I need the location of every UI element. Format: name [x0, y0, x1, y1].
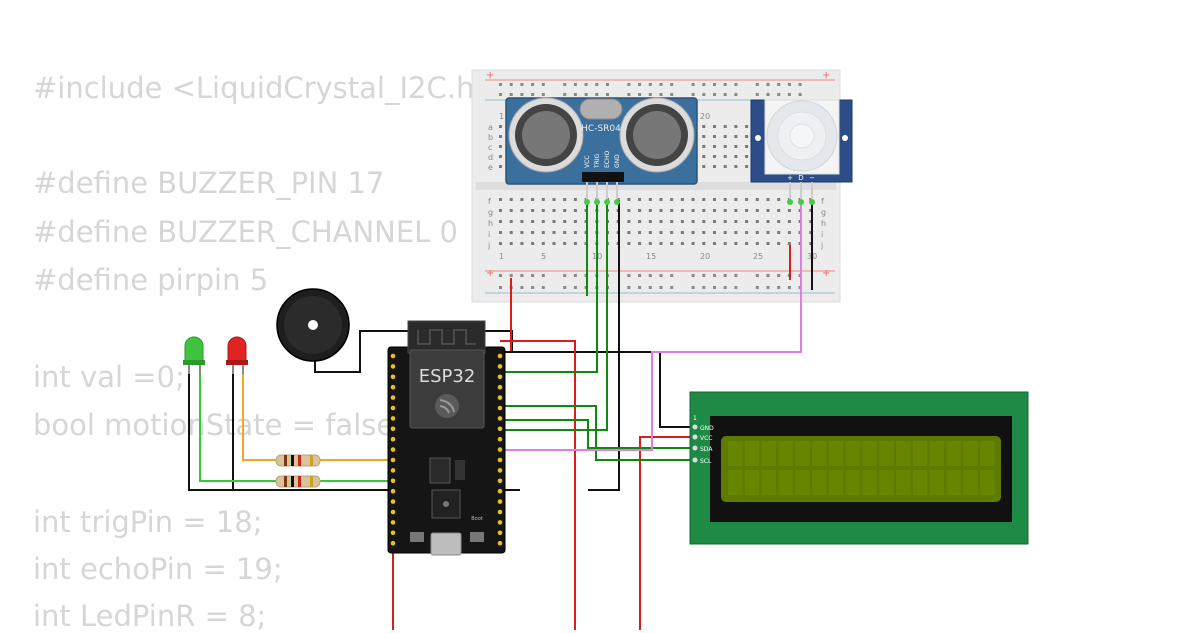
pir-pin-d: D — [798, 174, 803, 182]
crystal-oscillator — [579, 98, 623, 120]
breadboard-center-channel — [476, 182, 836, 190]
esp32-components — [410, 457, 484, 542]
esp32-usb-port[interactable] — [430, 532, 462, 556]
lcd-character-cells — [728, 441, 995, 495]
row-letter-c: c — [488, 143, 492, 152]
wires — [188, 200, 813, 630]
ultrasonic-pin-echo: ECHO — [604, 151, 611, 168]
wire-trig — [500, 200, 598, 373]
row-letter-h-right: h — [821, 219, 826, 228]
col-number-bottom-20: 20 — [700, 252, 710, 261]
wire-lcd-gnd — [500, 351, 695, 428]
row-letter-e: e — [488, 163, 493, 172]
esp32-boot-label: Boot — [471, 516, 483, 522]
row-letter-j: j — [487, 241, 490, 250]
wire-red-led-signal — [242, 372, 392, 461]
row-letter-j-right: j — [820, 241, 823, 250]
pir-mount-hole-right — [842, 135, 848, 141]
wire-pir-data — [500, 200, 802, 451]
lcd-pin-gnd: GND — [700, 425, 714, 432]
resistor-green-led[interactable] — [275, 475, 321, 488]
rail-plus-label-bottom-left: + — [486, 268, 494, 279]
pir-pin-minus: − — [809, 174, 815, 182]
pir-pin-plus: + — [787, 174, 793, 182]
code-line-include: #include <LiquidCrystal_I2C.h — [33, 71, 475, 105]
espressif-logo-icon — [435, 394, 459, 418]
wire-green-led-signal — [199, 372, 392, 482]
ultrasonic-model-label: HC-SR04 — [581, 124, 621, 134]
pir-mount-hole-left — [755, 135, 761, 141]
code-line-val: int val =0; — [33, 360, 185, 394]
esp32-module-shield — [409, 349, 485, 429]
col-number-bottom-1: 1 — [499, 252, 504, 261]
code-line-led-pin-r: int LedPinR = 8; — [33, 599, 267, 633]
resistor-red-led[interactable] — [275, 454, 321, 467]
col-number-top-20: 20 — [700, 112, 710, 121]
row-letter-g-right: g — [821, 208, 826, 217]
rail-plus-label-bottom-right: + — [822, 268, 830, 279]
esp32-board[interactable]: ESP32 Boot — [387, 320, 506, 556]
row-letter-h: h — [488, 219, 493, 228]
lcd-pin-vcc: VCC — [700, 435, 712, 442]
col-number-bottom-15: 15 — [646, 252, 656, 261]
code-line-define-buzzer-pin: #define BUZZER_PIN 17 — [33, 166, 385, 200]
esp32-pin-headers — [390, 353, 503, 546]
row-letter-d: d — [488, 153, 493, 162]
col-number-top-1: 1 — [499, 112, 504, 121]
wire-echo — [500, 200, 608, 431]
wire-lcd-sda — [500, 419, 695, 449]
code-line-trig-pin: int trigPin = 18; — [33, 505, 263, 539]
rail-plus-label-top-right: + — [822, 70, 830, 81]
row-letter-i-right: i — [821, 230, 823, 239]
ultrasonic-transducer-left — [508, 97, 584, 173]
piezo-buzzer[interactable] — [276, 288, 350, 362]
esp32-label: ESP32 — [419, 366, 476, 387]
ultrasonic-pin-vcc: VCC — [584, 156, 591, 168]
wire-esp-vin — [500, 340, 576, 630]
buzzer-sound-hole — [308, 320, 318, 330]
row-letter-a: a — [488, 123, 493, 132]
col-number-bottom-5: 5 — [541, 252, 546, 261]
lcd-pin-scl: SCL — [700, 458, 712, 465]
row-letter-f-right: f — [821, 197, 824, 206]
row-letter-b: b — [488, 133, 493, 142]
row-letter-i: i — [488, 230, 490, 239]
col-number-bottom-25: 25 — [753, 252, 763, 261]
red-led[interactable] — [226, 336, 248, 374]
wire-ultrasonic-gnd — [588, 200, 620, 491]
code-line-echo-pin: int echoPin = 19; — [33, 552, 283, 586]
pir-sensor[interactable]: + D − — [750, 99, 853, 200]
code-line-define-buzzer-channel: #define BUZZER_CHANNEL 0 — [33, 215, 459, 249]
green-led[interactable] — [183, 336, 205, 374]
ultrasonic-transducer-right — [619, 97, 695, 173]
row-letter-f: f — [488, 197, 491, 206]
ultrasonic-sensor[interactable]: HC-SR04 VCC TRIG ECHO GND — [505, 97, 698, 200]
ultrasonic-pin-gnd: GND — [614, 154, 621, 168]
code-line-define-pirpin: #define pirpin 5 — [33, 263, 269, 297]
wire-lcd-scl — [500, 405, 695, 461]
lcd-pin1-marker: 1 — [693, 415, 697, 422]
connection-dots — [584, 199, 815, 205]
rail-plus-label-top-left: + — [486, 70, 494, 81]
lcd-pin-sda: SDA — [700, 446, 713, 453]
ultrasonic-pin-trig: TRIG — [594, 153, 601, 169]
esp32-antenna — [407, 320, 486, 354]
lcd-display[interactable]: 1 GND VCC SDA SCL — [689, 391, 1029, 545]
row-letter-g: g — [488, 208, 493, 217]
wire-lcd-vcc — [639, 436, 695, 630]
ultrasonic-header — [582, 172, 624, 182]
